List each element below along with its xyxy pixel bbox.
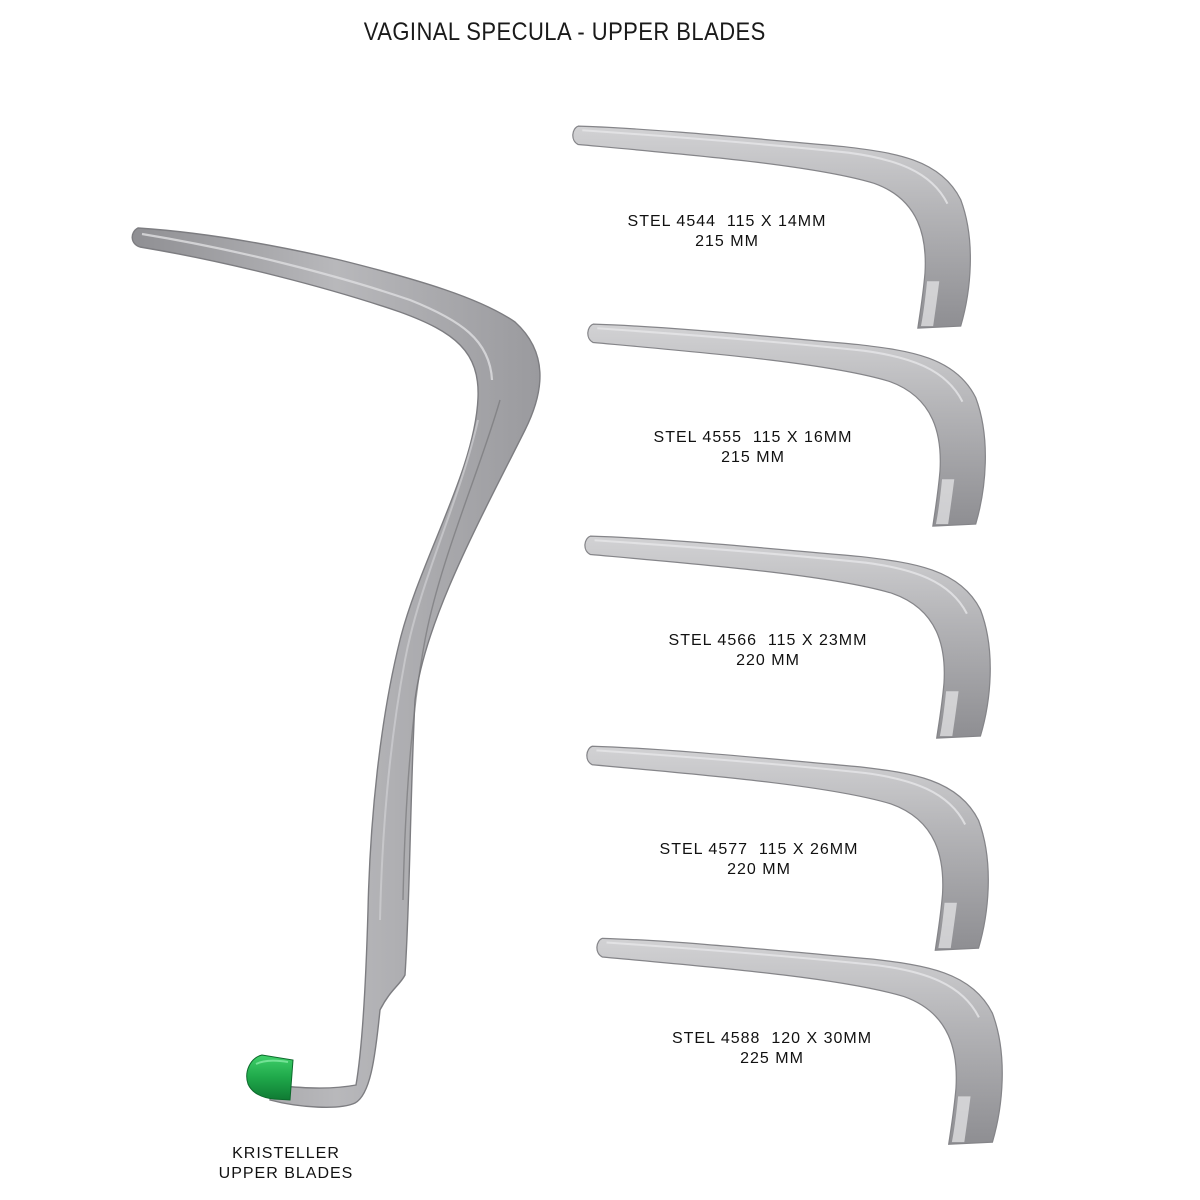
blade-length: 215 MM — [695, 233, 759, 250]
page-title: VAGINAL SPECULA - UPPER BLADES — [363, 18, 766, 46]
blade-code: STEL 4577 — [659, 841, 749, 858]
blade-label-stel-4588: STEL 4588 120 X 30MM 225 MM — [656, 1029, 888, 1069]
blade-label-stel-4566: STEL 4566 115 X 23MM 220 MM — [652, 631, 884, 671]
blade-size: 115 X 23MM — [767, 632, 868, 649]
kristeller-label: KRISTELLER UPPER BLADES — [186, 1144, 386, 1184]
blade-code: STEL 4544 — [627, 213, 717, 230]
green-tip-icon — [246, 1054, 294, 1101]
blade-size: 115 X 14MM — [726, 213, 827, 230]
blade-label-stel-4544: STEL 4544 115 X 14MM 215 MM — [612, 212, 842, 252]
blade-size: 115 X 16MM — [752, 429, 853, 446]
kristeller-name-line1: KRISTELLER — [232, 1145, 340, 1162]
kristeller-blade-icon — [131, 227, 541, 1108]
blade-length: 220 MM — [727, 861, 791, 878]
blade-length: 215 MM — [721, 449, 785, 466]
blade-length: 225 MM — [740, 1050, 804, 1067]
blade-length: 220 MM — [736, 652, 800, 669]
blade-code: STEL 4555 — [653, 429, 743, 446]
blade-label-stel-4577: STEL 4577 115 X 26MM 220 MM — [643, 840, 875, 880]
blade-size: 115 X 26MM — [758, 841, 859, 858]
blade-code: STEL 4588 — [671, 1030, 761, 1047]
kristeller-name-line2: UPPER BLADES — [218, 1165, 354, 1182]
blade-code: STEL 4566 — [668, 632, 758, 649]
blade-size: 120 X 30MM — [771, 1030, 873, 1047]
blade-label-stel-4555: STEL 4555 115 X 16MM 215 MM — [638, 428, 868, 468]
blade-icon-stel-4555 — [586, 323, 987, 528]
